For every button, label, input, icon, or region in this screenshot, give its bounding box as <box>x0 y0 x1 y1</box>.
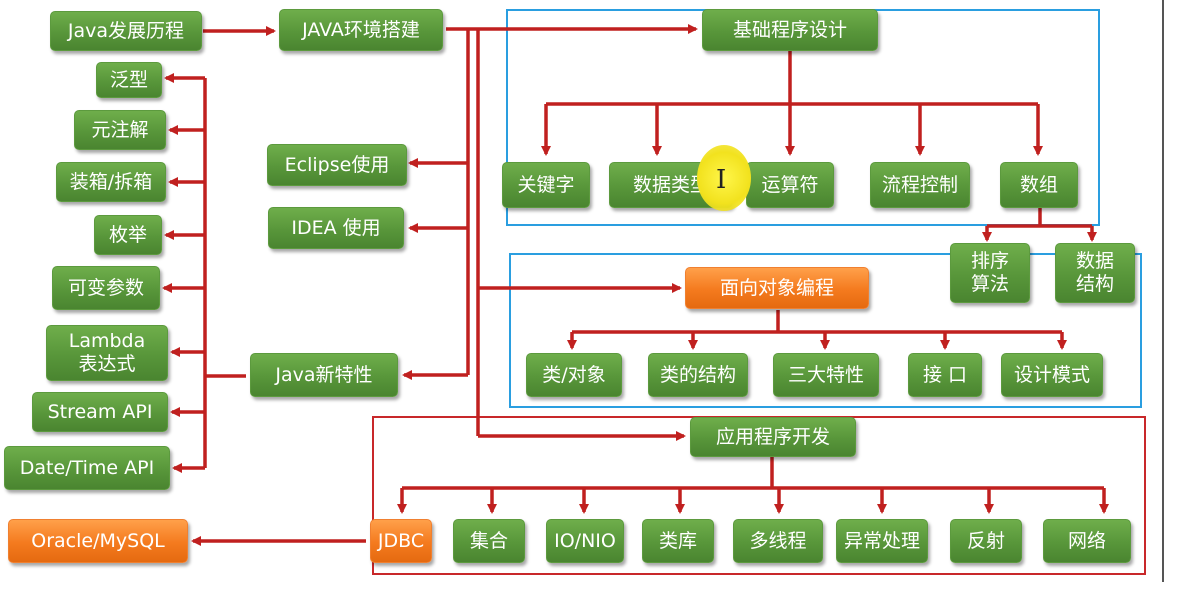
node-label: 类的结构 <box>659 363 736 386</box>
node-label: 集合 <box>469 529 508 552</box>
node-java-history: Java发展历程 <box>50 11 202 51</box>
node-label: 面向对象编程 <box>719 276 834 299</box>
node-java-env: JAVA环境搭建 <box>279 9 443 51</box>
node-interface: 接 口 <box>908 353 982 397</box>
node-reflection: 反射 <box>950 519 1022 563</box>
node-enums: 枚举 <box>94 215 162 255</box>
node-design-patterns: 设计模式 <box>1001 353 1103 397</box>
node-operators: 运算符 <box>746 162 834 208</box>
node-label: 数组 <box>1019 173 1058 196</box>
node-label-line2: 结构 <box>1075 273 1114 295</box>
node-label-line1: 排序 <box>970 250 1009 272</box>
cursor-highlight <box>697 145 751 211</box>
node-label: 类库 <box>658 529 697 552</box>
node-flow-control: 流程控制 <box>870 162 970 208</box>
node-label: 类/对象 <box>542 363 606 386</box>
node-eclipse: Eclipse使用 <box>267 144 407 186</box>
node-label: 流程控制 <box>881 173 958 196</box>
node-exception: 异常处理 <box>836 519 928 563</box>
node-label: 异常处理 <box>843 529 920 552</box>
text-cursor-icon: I <box>716 165 727 195</box>
node-label: 泛型 <box>109 68 148 91</box>
node-oop: 面向对象编程 <box>685 267 869 309</box>
node-label: 网络 <box>1067 529 1106 552</box>
node-label-line1: Lambda <box>68 330 146 352</box>
node-label: 可变参数 <box>67 276 144 299</box>
node-label-line2: 表达式 <box>78 353 136 375</box>
node-label: 枚举 <box>108 223 147 246</box>
node-label: 接 口 <box>922 363 968 386</box>
node-network: 网络 <box>1043 519 1131 563</box>
node-lambda: Lambda 表达式 <box>46 325 168 381</box>
node-basic-programming: 基础程序设计 <box>702 9 878 51</box>
node-stream-api: Stream API <box>32 392 168 432</box>
node-annotations: 元注解 <box>74 110 166 150</box>
node-label-line1: 数据 <box>1075 250 1114 272</box>
node-label: Java新特性 <box>275 363 373 386</box>
node-idea: IDEA 使用 <box>268 207 404 249</box>
node-label: 多线程 <box>749 529 807 552</box>
node-label: 关键字 <box>517 173 575 196</box>
node-data-structure: 数据 结构 <box>1055 243 1135 303</box>
node-label: 基础程序设计 <box>732 18 847 41</box>
node-jdbc: JDBC <box>370 519 432 563</box>
node-label: 数据类型 <box>632 173 709 196</box>
node-label: 三大特性 <box>787 363 864 386</box>
node-boxing: 装箱/拆箱 <box>56 162 166 202</box>
node-label: Oracle/MySQL <box>31 529 165 552</box>
node-generics: 泛型 <box>96 62 162 98</box>
node-label: IDEA 使用 <box>291 216 381 239</box>
node-label: 元注解 <box>91 118 149 141</box>
node-three-features: 三大特性 <box>773 353 879 397</box>
node-arrays: 数组 <box>1000 162 1078 208</box>
node-oracle-mysql: Oracle/MySQL <box>8 519 188 563</box>
node-keywords: 关键字 <box>502 162 590 208</box>
window-edge-line <box>1162 0 1164 582</box>
node-class-object: 类/对象 <box>526 353 622 397</box>
node-datetime-api: Date/Time API <box>4 446 170 490</box>
node-collections: 集合 <box>453 519 525 563</box>
node-label: Java发展历程 <box>67 19 185 42</box>
node-label: 应用程序开发 <box>715 425 830 448</box>
node-label: 反射 <box>966 529 1005 552</box>
node-label: 装箱/拆箱 <box>69 170 153 193</box>
node-label: Date/Time API <box>19 456 155 479</box>
node-label: JDBC <box>377 529 425 552</box>
node-label: Stream API <box>47 400 153 423</box>
node-label-line2: 算法 <box>970 273 1009 295</box>
node-class-structure: 类的结构 <box>648 353 748 397</box>
node-label: 设计模式 <box>1013 363 1090 386</box>
node-varargs: 可变参数 <box>52 266 160 310</box>
oop-frame <box>509 253 1142 408</box>
node-label: JAVA环境搭建 <box>302 18 420 41</box>
node-multithreading: 多线程 <box>733 519 823 563</box>
node-java-new-features: Java新特性 <box>250 353 398 397</box>
node-sorting: 排序 算法 <box>950 243 1030 303</box>
node-app-dev: 应用程序开发 <box>690 417 856 457</box>
node-label: Eclipse使用 <box>284 153 390 176</box>
node-label: IO/NIO <box>554 529 616 552</box>
node-label: 运算符 <box>761 173 819 196</box>
node-class-library: 类库 <box>642 519 714 563</box>
node-io-nio: IO/NIO <box>546 519 624 563</box>
